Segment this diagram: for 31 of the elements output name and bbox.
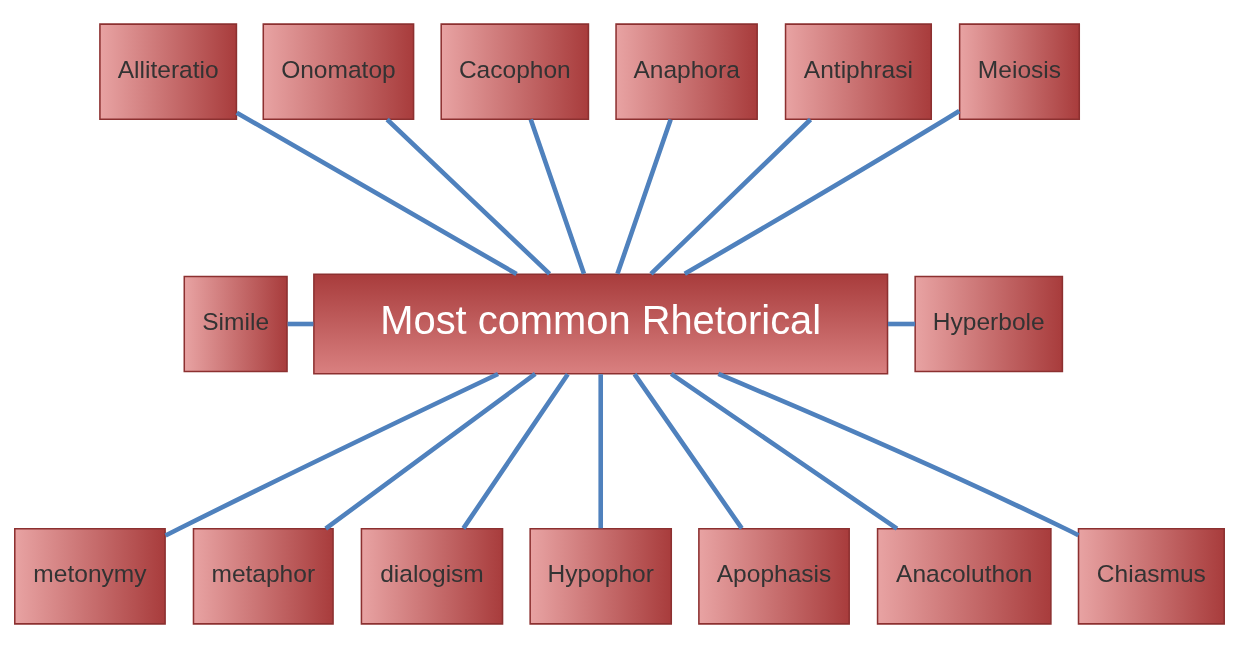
connector bbox=[717, 371, 1080, 537]
node-box: Hypophor bbox=[529, 527, 673, 625]
node-box: Meiosis bbox=[958, 22, 1081, 120]
node-box: Cacophon bbox=[440, 22, 590, 120]
connector bbox=[632, 372, 744, 530]
node-box: Most common Rhetorical bbox=[313, 272, 889, 375]
node-box: Antiphrasi bbox=[784, 22, 932, 120]
node-box: Chiasmus bbox=[1077, 527, 1225, 625]
node-box: Anaphora bbox=[615, 22, 758, 120]
connector bbox=[385, 117, 552, 276]
node-box: metonymy bbox=[14, 527, 166, 625]
node-box: Simile bbox=[183, 275, 288, 372]
connector bbox=[235, 110, 518, 276]
connector bbox=[615, 118, 673, 275]
node-box: Anacoluthon bbox=[876, 527, 1052, 625]
connector bbox=[669, 371, 899, 531]
connector bbox=[324, 371, 537, 531]
connector bbox=[598, 373, 603, 528]
node-box: dialogism bbox=[360, 527, 504, 625]
node-box: Hyperbole bbox=[914, 275, 1064, 372]
connector bbox=[649, 117, 813, 275]
connector bbox=[683, 108, 961, 276]
connector bbox=[528, 118, 587, 275]
node-box: metaphor bbox=[192, 527, 334, 625]
connector bbox=[164, 371, 500, 538]
node-box: Alliteratio bbox=[99, 22, 238, 120]
node-box: Apophasis bbox=[698, 527, 850, 625]
node-box: Onomatop bbox=[262, 22, 415, 120]
connector bbox=[287, 321, 314, 326]
connector bbox=[887, 321, 916, 326]
connector bbox=[461, 372, 570, 530]
